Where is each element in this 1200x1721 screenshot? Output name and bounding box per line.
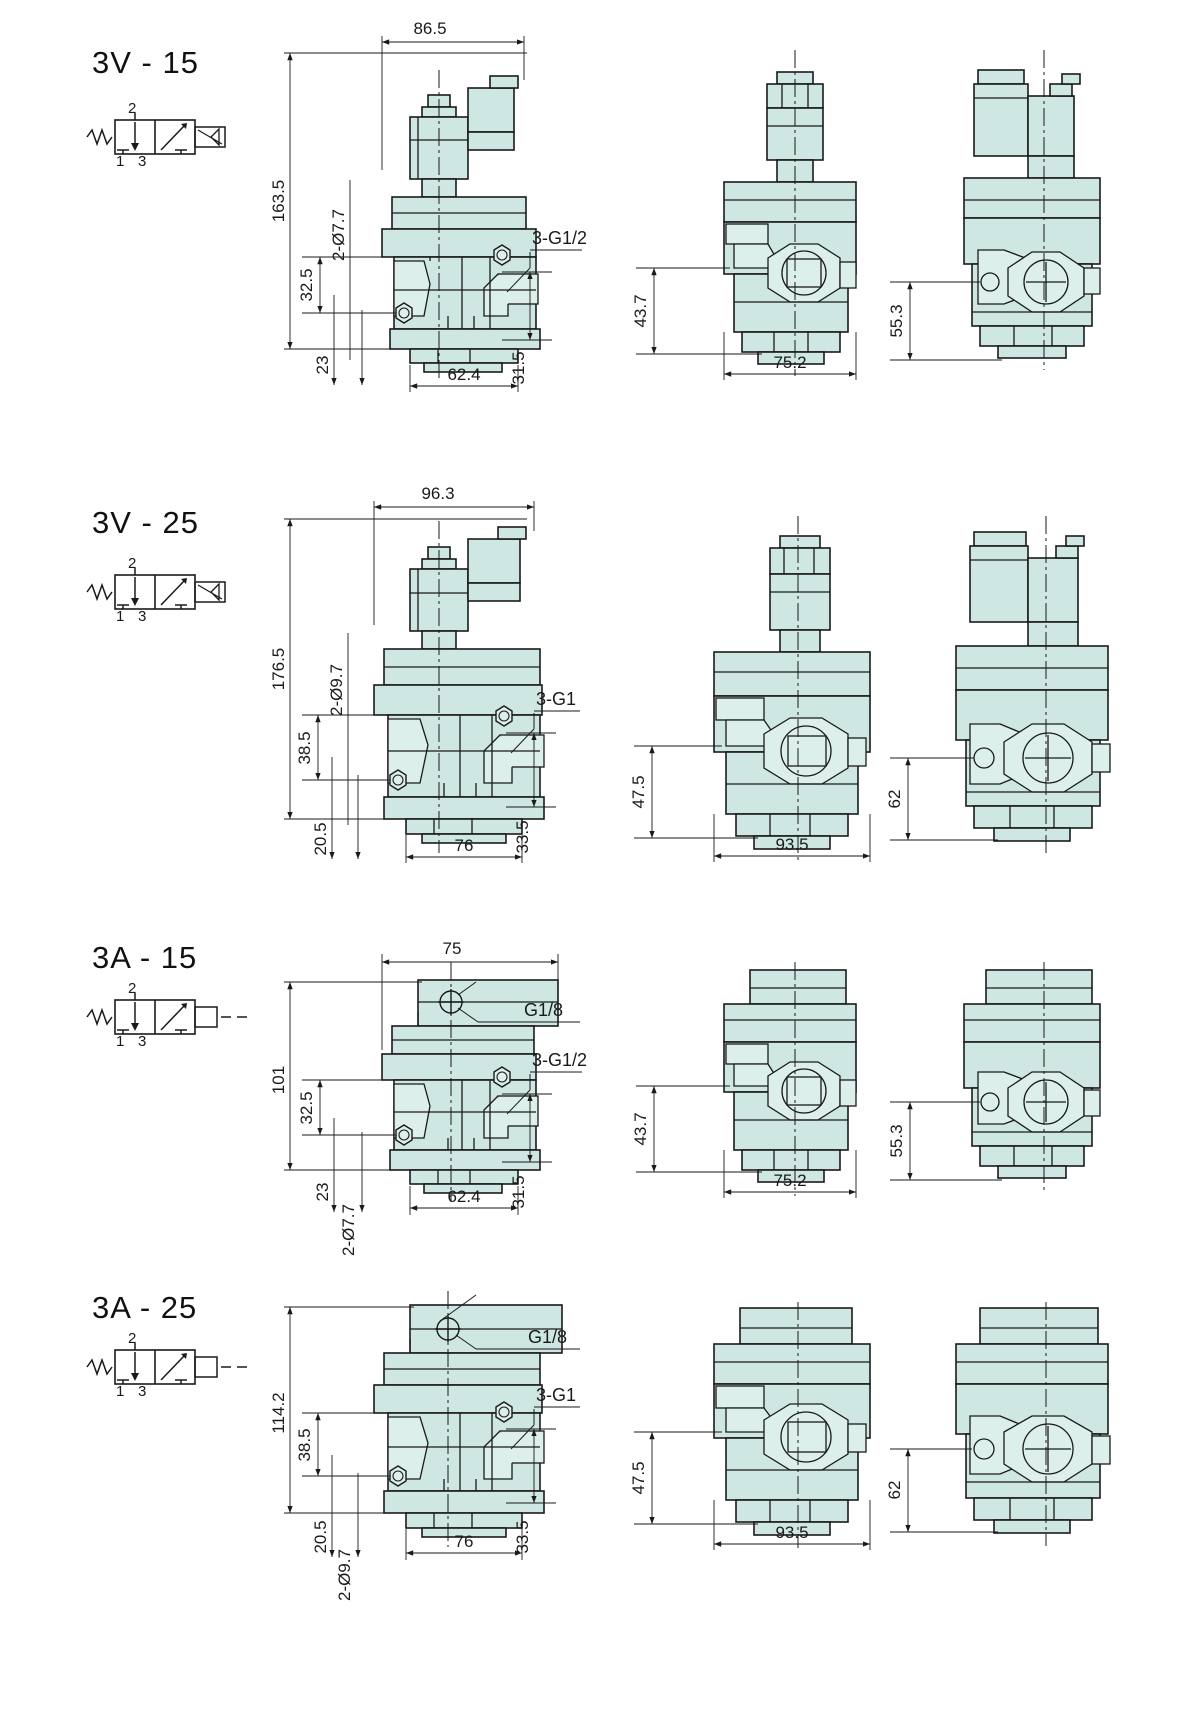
side-view-svg: 43.7 75.2	[631, 962, 857, 1198]
dim-mid-height: 38.5	[295, 731, 314, 764]
symbol-port-label-1: 1	[116, 608, 125, 625]
dim-side-height: 43.7	[631, 1112, 650, 1145]
front-view-3v-15: 86.5 163.5 2-Ø7.7 32.5 23 62.4 31.5 3-G1…	[262, 19, 587, 400]
schematic-symbol-3v-15: 2 1 3	[85, 100, 245, 170]
symbol-port-label-2: 2	[128, 555, 137, 572]
dim-iso-height: 55.3	[887, 304, 906, 337]
callout-port-thread: 3-G1	[536, 689, 576, 709]
dim-hole-callout: 2-Ø9.7	[335, 1549, 354, 1601]
model-title-3a-15: 3A - 15	[92, 940, 198, 975]
iso-view-svg: 55.3	[887, 962, 1101, 1192]
front-view-svg: 114.2 38.5 20.5 2-Ø9.7 76 33.5 G1/8 3-G1	[269, 1291, 580, 1601]
dim-hole-callout: 2-Ø9.7	[327, 664, 346, 716]
dim-side-height: 43.7	[631, 294, 650, 327]
front-view-3v-25: 96.3 176.5 2-Ø9.7 38.5 20.5 76 33.5 3-G1	[262, 484, 582, 875]
dim-hole-callout: 2-Ø7.7	[339, 1204, 358, 1256]
dim-side-width: 93.5	[775, 835, 808, 854]
front-view-svg: 75 101 32.5 23 2-Ø7.7 62.4 31.5 G1/8 3-G…	[269, 939, 587, 1256]
iso-view-3a-15: 55.3	[868, 960, 1108, 1220]
dim-top-width: 86.5	[413, 19, 446, 38]
dim-side-offset: 33.5	[513, 1520, 532, 1553]
callout-pilot-thread: G1/8	[528, 1327, 567, 1347]
schematic-symbol-3a-25: 2 1 3	[85, 1330, 260, 1400]
dim-side-offset: 33.5	[513, 820, 532, 853]
iso-view-3v-25: 62	[868, 510, 1118, 870]
symbol-port-label-3: 3	[138, 153, 147, 170]
iso-view-3a-25: 62	[868, 1300, 1118, 1570]
callout-port-thread: 3-G1/2	[532, 228, 587, 248]
dim-top-width: 96.3	[421, 484, 454, 503]
dim-mid-height: 32.5	[297, 1091, 316, 1124]
symbol-port-label-1: 1	[116, 1383, 125, 1400]
dim-mid-height: 32.5	[297, 268, 316, 301]
iso-view-svg: 55.3	[887, 50, 1101, 370]
symbol-port-label-2: 2	[128, 100, 137, 117]
iso-view-svg: 62	[885, 516, 1111, 854]
dim-base-width: 62.4	[447, 1187, 480, 1206]
dim-base-offset: 23	[313, 356, 332, 375]
dim-side-height: 47.5	[629, 1461, 648, 1494]
side-view-svg: 43.7 75.2	[631, 50, 857, 380]
side-view-3a-25: 47.5 93.5	[612, 1300, 871, 1570]
dim-base-offset: 23	[313, 1183, 332, 1202]
model-title-3v-15: 3V - 15	[92, 45, 199, 80]
dim-side-width: 93.5	[775, 1523, 808, 1542]
schematic-symbol-3v-25: 2 1 3	[85, 555, 245, 625]
front-view-3a-25: 114.2 38.5 20.5 2-Ø9.7 76 33.5 G1/8 3-G1	[262, 1285, 582, 1601]
dim-mid-height: 38.5	[295, 1428, 314, 1461]
dim-overall-height: 101	[269, 1066, 288, 1094]
iso-view-3v-15: 55.3	[868, 40, 1108, 390]
symbol-svg	[86, 1343, 247, 1385]
symbol-port-label-3: 3	[138, 1033, 147, 1050]
symbol-port-label-2: 2	[128, 1330, 137, 1347]
dim-base-width: 62.4	[447, 365, 480, 384]
front-view-svg: 96.3 176.5 2-Ø9.7 38.5 20.5 76 33.5 3-G1	[269, 484, 580, 863]
symbol-port-label-3: 3	[138, 1383, 147, 1400]
dim-hole-callout: 2-Ø7.7	[329, 209, 348, 261]
front-view-svg: 86.5 163.5 2-Ø7.7 32.5 23 62.4 31.5 3-G1…	[269, 19, 587, 392]
callout-port-thread: 3-G1/2	[532, 1050, 587, 1070]
model-title-3v-25: 3V - 25	[92, 505, 199, 540]
side-view-3v-25: 47.5 93.5	[612, 510, 871, 870]
dim-iso-height: 55.3	[887, 1124, 906, 1157]
dim-overall-height: 163.5	[269, 180, 288, 223]
side-view-svg: 47.5 93.5	[629, 1302, 871, 1550]
dim-iso-height: 62	[885, 1481, 904, 1500]
symbol-port-label-1: 1	[116, 153, 125, 170]
front-view-3a-15: 75 101 32.5 23 2-Ø7.7 62.4 31.5 G1/8 3-G…	[262, 939, 587, 1256]
dim-iso-height: 62	[885, 790, 904, 809]
dim-overall-height: 114.2	[269, 1392, 288, 1433]
model-title-3a-25: 3A - 25	[92, 1290, 198, 1325]
side-view-3v-15: 43.7 75.2	[612, 40, 857, 390]
symbol-port-label-1: 1	[116, 1033, 125, 1050]
symbol-svg	[86, 113, 226, 155]
dim-base-offset: 20.5	[311, 1520, 330, 1553]
dim-side-width: 75.2	[773, 1171, 806, 1190]
callout-port-thread: 3-G1	[536, 1385, 576, 1405]
side-view-3a-15: 43.7 75.2	[612, 960, 857, 1220]
dim-side-height: 47.5	[629, 775, 648, 808]
symbol-svg	[86, 993, 247, 1035]
symbol-port-label-3: 3	[138, 608, 147, 625]
dim-side-offset: 31.5	[509, 351, 528, 384]
dim-side-width: 75.2	[773, 353, 806, 372]
symbol-port-label-2: 2	[128, 980, 137, 997]
callout-pilot-thread: G1/8	[524, 1000, 563, 1020]
iso-view-svg: 62	[885, 1302, 1111, 1546]
dim-side-offset: 31.5	[509, 1175, 528, 1208]
side-view-svg: 47.5 93.5	[629, 516, 871, 862]
dim-base-width: 76	[455, 836, 474, 855]
dim-top-width: 75	[443, 939, 462, 958]
dim-base-width: 76	[455, 1532, 474, 1551]
dim-overall-height: 176.5	[269, 648, 288, 691]
symbol-svg	[86, 568, 226, 610]
schematic-symbol-3a-15: 2 1 3	[85, 980, 260, 1050]
dim-base-offset: 20.5	[311, 822, 330, 855]
